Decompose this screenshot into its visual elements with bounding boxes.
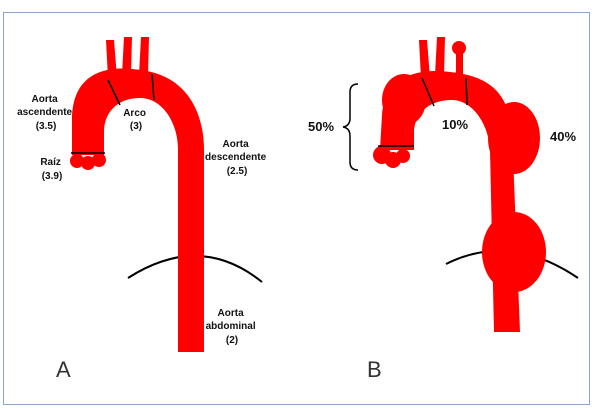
label-arco: Arco (3)	[123, 108, 149, 132]
panel-letter-a: A	[56, 357, 71, 382]
aortic-root-lobes-a	[70, 153, 106, 170]
label-aorta-abdominal: Aorta abdominal (2)	[206, 308, 259, 346]
root-region-brace	[343, 84, 358, 170]
aneurysms-b	[382, 74, 546, 292]
percent-descending-label: 40%	[550, 129, 576, 144]
percent-arch-label: 10%	[442, 117, 468, 132]
label-aorta-descendente: Aorta descendente (2.5)	[205, 139, 269, 177]
panel-b: 50% 10% 40% B	[308, 37, 578, 382]
label-raiz: Raíz (3.9)	[40, 157, 63, 182]
label-aorta-ascendente: Aorta ascendente (3.5)	[17, 94, 75, 132]
percent-root-label: 50%	[308, 119, 334, 134]
panel-letter-b: B	[367, 357, 382, 382]
panel-a: Aorta ascendente (3.5) Arco (3) Raíz (3.…	[17, 37, 269, 382]
